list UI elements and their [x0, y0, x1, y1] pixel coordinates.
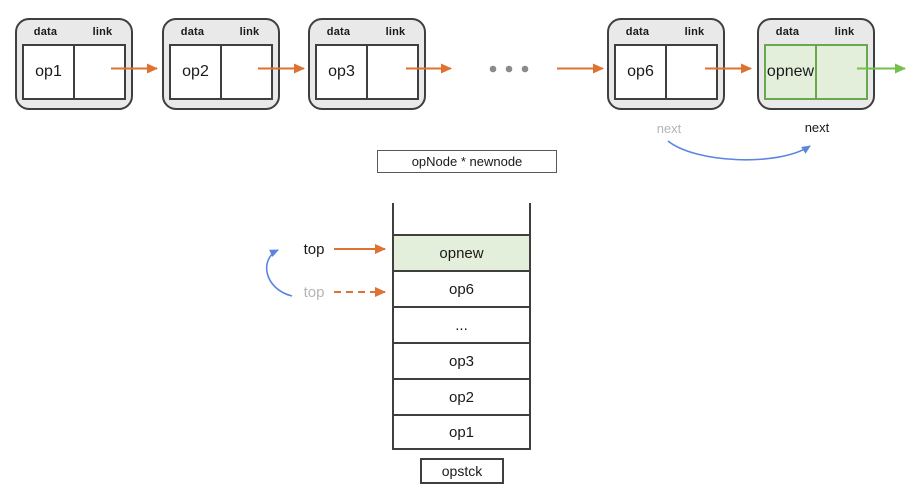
- node-field-labels: data link: [759, 20, 873, 44]
- link-cell: [368, 46, 417, 98]
- data-field-label: data: [33, 26, 58, 38]
- stack-cell-opnew: opnew: [394, 234, 529, 270]
- node-field-labels: data link: [17, 20, 131, 44]
- stack-cell-op1: op1: [394, 414, 529, 450]
- node-field-labels: data link: [310, 20, 424, 44]
- data-field-label: data: [625, 26, 650, 38]
- node-cells: op1: [22, 44, 126, 100]
- stack-cell-ellipsis: ...: [394, 306, 529, 342]
- node-cells: op3: [315, 44, 419, 100]
- link-cell: [75, 46, 124, 98]
- stack-cell-op6: op6: [394, 270, 529, 306]
- data-cell: opnew: [766, 46, 817, 98]
- stack-name-box: opstck: [420, 458, 504, 484]
- node-field-labels: data link: [609, 20, 723, 44]
- link-field-label: link: [239, 26, 260, 38]
- link-field-label: link: [684, 26, 705, 38]
- list-node-op1: data link op1: [15, 18, 133, 110]
- pointer-declaration-box: opNode * newnode: [377, 150, 557, 173]
- stack-open-top: [394, 203, 529, 234]
- list-node-op6: data link op6: [607, 18, 725, 110]
- data-field-label: data: [326, 26, 351, 38]
- link-cell: [222, 46, 271, 98]
- stack-cell-op2: op2: [394, 378, 529, 414]
- link-field-label: link: [92, 26, 113, 38]
- data-cell: op6: [616, 46, 667, 98]
- stack-cell-op3: op3: [394, 342, 529, 378]
- list-node-opnew: data link opnew: [757, 18, 875, 110]
- link-field-label: link: [385, 26, 406, 38]
- top-move-arrow: [266, 249, 293, 297]
- new-top-label: top: [303, 241, 325, 258]
- node-field-labels: data link: [164, 20, 278, 44]
- list-node-op3: data link op3: [308, 18, 426, 110]
- node-cells: opnew: [764, 44, 868, 100]
- link-cell: [817, 46, 866, 98]
- operator-stack: opnew op6 ... op3 op2 op1: [392, 203, 531, 450]
- link-cell: [667, 46, 716, 98]
- link-field-label: link: [834, 26, 855, 38]
- next-relink-arrow: [667, 140, 811, 161]
- ellipsis-dots-icon: [489, 65, 529, 73]
- data-field-label: data: [775, 26, 800, 38]
- data-cell: op2: [171, 46, 222, 98]
- old-next-label: next: [656, 121, 682, 136]
- old-top-label: top: [303, 284, 325, 301]
- new-next-label: next: [804, 120, 830, 135]
- list-node-op2: data link op2: [162, 18, 280, 110]
- data-field-label: data: [180, 26, 205, 38]
- data-cell: op1: [24, 46, 75, 98]
- node-cells: op6: [614, 44, 718, 100]
- data-cell: op3: [317, 46, 368, 98]
- node-cells: op2: [169, 44, 273, 100]
